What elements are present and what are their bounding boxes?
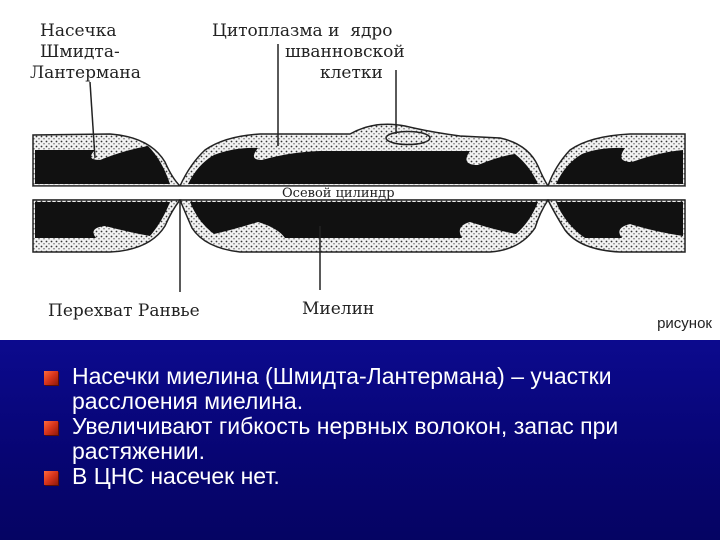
cytoplasm-label-line3: клетки — [320, 63, 383, 83]
bullet-list: Насечки миелина (Шмидта-Лантермана) – уч… — [44, 364, 704, 489]
square-bullet-icon — [44, 371, 58, 385]
bullet-text: В ЦНС насечек нет. — [72, 463, 280, 489]
lower-middle-myelin — [190, 202, 538, 238]
cytoplasm-label-line2: шванновской — [285, 42, 405, 62]
axon-label: Осевой цилиндр — [282, 186, 395, 201]
upper-middle-myelin — [188, 147, 538, 184]
node-label: Перехват Ранвье — [48, 301, 200, 321]
cytoplasm-label-line1: Цитоплазма и ядро — [212, 21, 393, 41]
axon-band — [33, 186, 685, 200]
upper-left-myelin — [35, 146, 170, 184]
bullet-item: Насечки миелина (Шмидта-Лантермана) – уч… — [44, 364, 704, 414]
figure-caption: рисунок — [657, 315, 712, 332]
nerve-fiber-diagram: Осевой цилиндр Насечка Шмидта- Лантерман… — [30, 21, 686, 321]
bullet-text: Увеличивают гибкость нервных волокон, за… — [72, 413, 619, 464]
incisure-label-line2: Шмидта- — [40, 42, 120, 62]
myelin-label: Миелин — [302, 299, 374, 319]
incisure-label-line3: Лантермана — [30, 63, 141, 83]
lower-right-myelin — [556, 202, 683, 238]
bullet-text: Насечки миелина (Шмидта-Лантермана) – уч… — [72, 363, 612, 414]
incisure-pointer — [89, 81, 96, 159]
upper-right-myelin — [556, 147, 683, 184]
bullet-item: Увеличивают гибкость нервных волокон, за… — [44, 414, 704, 464]
square-bullet-icon — [44, 471, 58, 485]
square-bullet-icon — [44, 421, 58, 435]
lower-left-myelin — [35, 202, 170, 238]
text-panel — [0, 340, 720, 540]
incisure-label-line1: Насечка — [40, 21, 117, 41]
diagram-area: Осевой цилиндр Насечка Шмидта- Лантерман… — [30, 21, 712, 332]
bullet-item: В ЦНС насечек нет. — [44, 464, 704, 489]
schwann-nucleus — [385, 130, 431, 146]
